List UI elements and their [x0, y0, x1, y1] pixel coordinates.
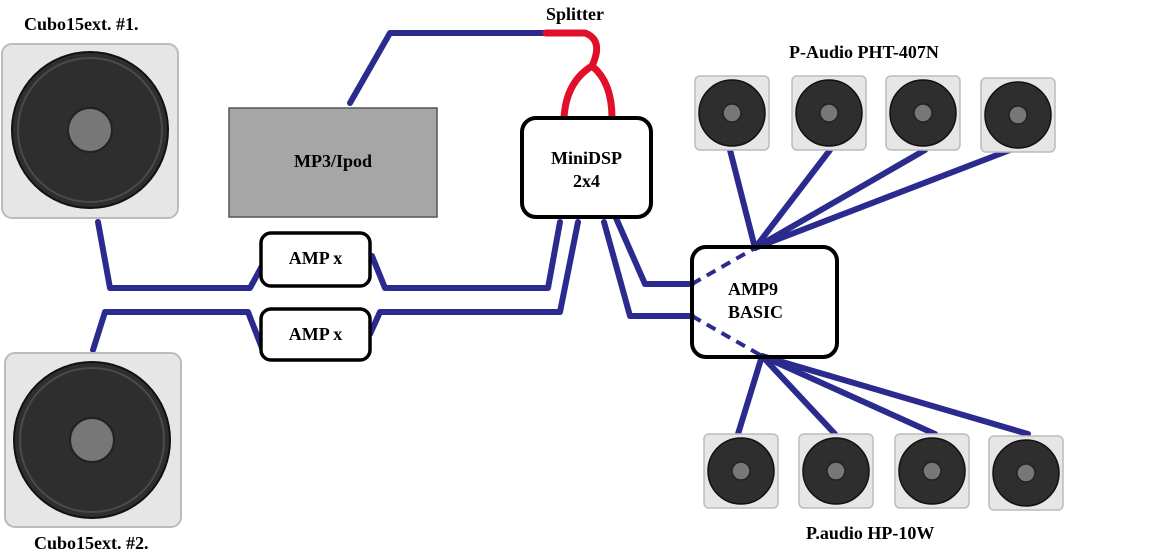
bottom-speaker-2: [798, 433, 874, 509]
wire-amp9-to-top-speaker-1: [727, 147, 758, 251]
amp-top-label: AMP x: [288, 248, 343, 268]
amp9-internal-wires: [691, 246, 763, 358]
wire-amp9-to-bottom-speaker-4: [759, 353, 1031, 437]
wires: [90, 30, 1031, 437]
top-speaker-1: [694, 75, 770, 151]
bottom-speaker-3: [894, 433, 970, 509]
wire-amp9-to-top-speaker-3: [752, 147, 928, 251]
top-speaker-4: [980, 77, 1056, 153]
wire-cubo1-to-amp-top: [95, 219, 265, 291]
splitter-branch-left: [560, 62, 596, 122]
bottom-speaker-1: [703, 433, 779, 509]
amp-top-box: [259, 231, 372, 288]
minidsp-label-line1: MiniDSP: [550, 148, 622, 168]
bottom-speakers-label: P.audio HP-10W: [806, 523, 935, 543]
cubo2-speaker: [4, 352, 182, 528]
wire-amp9-to-bottom-speaker-1: [735, 353, 765, 437]
wire-amp9-to-bottom-speaker-2: [759, 353, 838, 437]
cubo1-label: Cubo15ext. #1.: [24, 14, 139, 34]
top-speakers-label: P-Audio PHT-407N: [789, 42, 939, 62]
cubo2-label: Cubo15ext. #2.: [34, 533, 149, 553]
wire-minidsp-to-amp9-a: [601, 219, 695, 319]
wire-amp9-internal-top: [691, 246, 756, 286]
mp3-ipod-label: MP3/Ipod: [293, 151, 372, 171]
splitter-label: Splitter: [546, 4, 604, 24]
minidsp-label: MiniDSP 2x4: [522, 147, 651, 192]
splitter: [542, 29, 616, 122]
wire-amp9-to-top-speaker-2: [752, 147, 833, 251]
amp9-label-line1: AMP9: [728, 279, 778, 299]
wire-cubo2-to-amp-bottom: [90, 309, 265, 353]
cubo1-speaker: [1, 43, 179, 219]
wire-mp3-to-splitter: [347, 30, 551, 106]
amp9-box: [690, 245, 839, 359]
wire-amp-bottom-to-minidsp: [367, 219, 581, 337]
amp-bottom-label: AMP x: [288, 324, 343, 344]
minidsp-label-line2: 2x4: [573, 170, 600, 191]
amp9-label-line2: BASIC: [728, 301, 784, 322]
bottom-speaker-4: [988, 435, 1064, 511]
mp3-ipod-box: [228, 107, 438, 218]
amp9-label: AMP9 BASIC: [700, 278, 822, 323]
top-speaker-2: [791, 75, 867, 151]
wire-amp-top-to-minidsp: [369, 219, 563, 291]
minidsp-box: [520, 116, 653, 219]
wire-amp9-to-top-speaker-4: [752, 147, 1013, 251]
wire-amp9-to-bottom-speaker-3: [759, 353, 938, 437]
wire-amp9-internal-bottom: [691, 314, 763, 358]
amp-bottom-box: [259, 307, 372, 362]
splitter-main: [542, 29, 601, 70]
splitter-branch-right: [588, 62, 616, 122]
wire-minidsp-to-amp9-b: [613, 215, 695, 287]
top-speaker-3: [885, 75, 961, 151]
